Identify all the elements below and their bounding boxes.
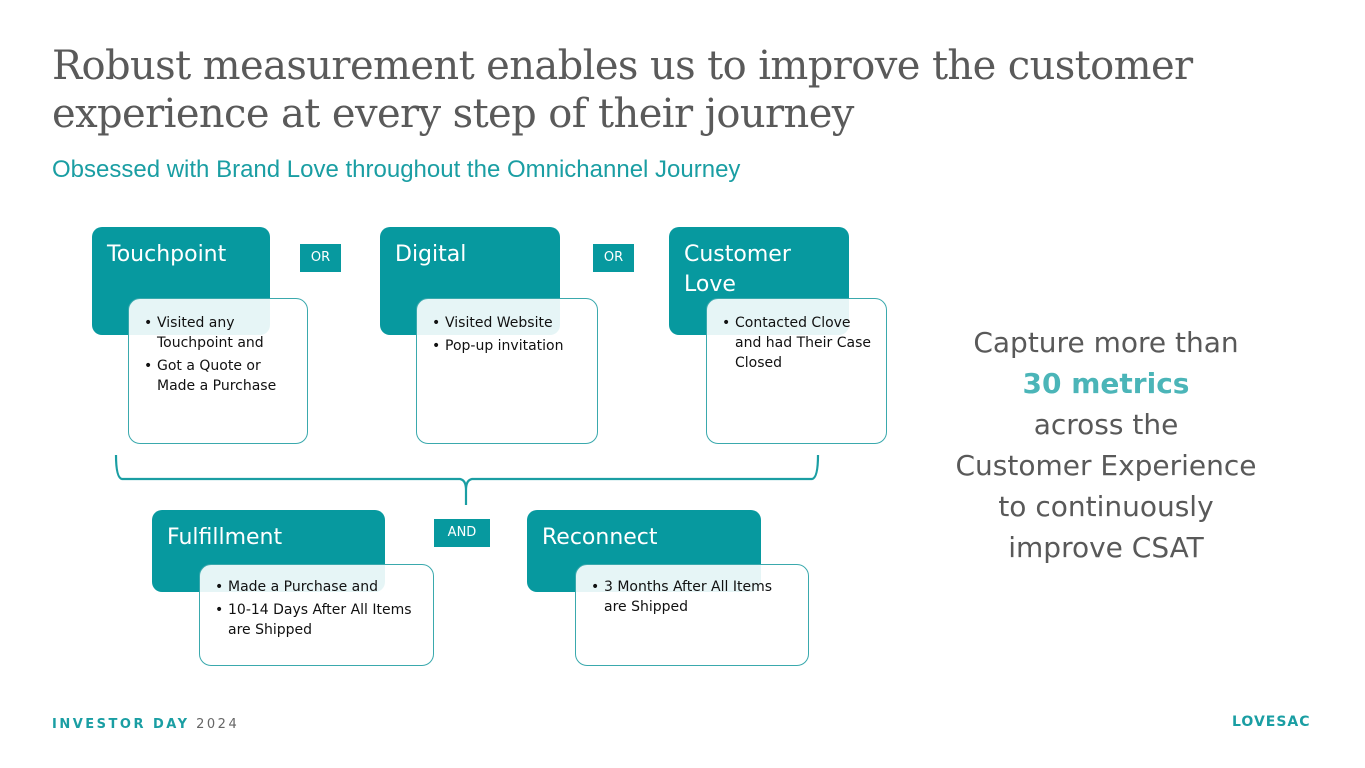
slide-title: Robust measurement enables us to improve… bbox=[52, 43, 1193, 137]
fulfillment-bullet: 10-14 Days After All Items are Shipped bbox=[215, 600, 423, 640]
customer-love-bullet: Contacted Clove and had Their Case Close… bbox=[722, 313, 876, 373]
reconnect-bullet: 3 Months After All Items are Shipped bbox=[591, 577, 798, 617]
callout-line: across the bbox=[1033, 408, 1179, 441]
grouping-brace bbox=[114, 454, 820, 505]
touchpoint-bullet: Visited any Touchpoint and bbox=[144, 313, 297, 353]
fulfillment-bullet: Made a Purchase and bbox=[215, 577, 423, 597]
callout-line: improve CSAT bbox=[1008, 531, 1204, 564]
touchpoint-bullet: Got a Quote or Made a Purchase bbox=[144, 356, 297, 396]
lovesac-logo: LOVESAC bbox=[1232, 714, 1311, 730]
touchpoint-heading: Touchpoint bbox=[107, 242, 227, 267]
reconnect-heading: Reconnect bbox=[542, 525, 658, 550]
or-connector: OR bbox=[300, 244, 341, 272]
customer-love-heading: Customer Love bbox=[684, 242, 791, 297]
callout-line: Customer Experience bbox=[955, 449, 1257, 482]
slide-subtitle: Obsessed with Brand Love throughout the … bbox=[52, 156, 741, 183]
event-year: 2024 bbox=[196, 717, 240, 732]
callout-line: to continuously bbox=[998, 490, 1214, 523]
or-connector: OR bbox=[593, 244, 634, 272]
metrics-highlight: 30 metrics bbox=[1022, 367, 1190, 400]
touchpoint-details: Visited any Touchpoint and Got a Quote o… bbox=[128, 298, 308, 444]
event-name: INVESTOR DAY bbox=[52, 717, 190, 732]
digital-bullet: Pop-up invitation bbox=[432, 336, 587, 356]
fulfillment-details: Made a Purchase and 10-14 Days After All… bbox=[199, 564, 434, 666]
digital-heading: Digital bbox=[395, 242, 467, 267]
reconnect-details: 3 Months After All Items are Shipped bbox=[575, 564, 809, 666]
metrics-callout: Capture more than 30 metrics across the … bbox=[930, 322, 1282, 568]
digital-details: Visited Website Pop-up invitation bbox=[416, 298, 598, 444]
digital-bullet: Visited Website bbox=[432, 313, 587, 333]
callout-line: Capture more than bbox=[973, 326, 1239, 359]
footer-event: INVESTOR DAY 2024 bbox=[52, 717, 239, 732]
and-connector: AND bbox=[434, 519, 490, 547]
fulfillment-heading: Fulfillment bbox=[167, 525, 283, 550]
customer-love-details: Contacted Clove and had Their Case Close… bbox=[706, 298, 887, 444]
